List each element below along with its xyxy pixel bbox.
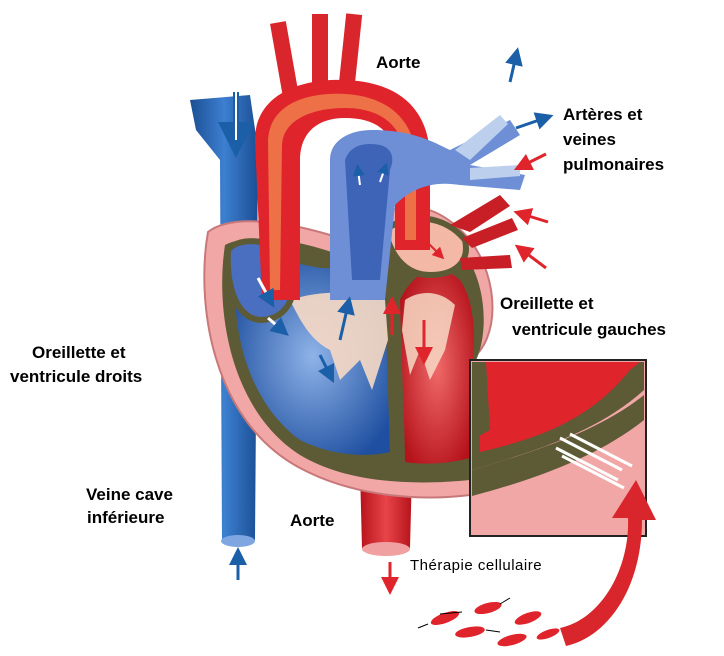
label-oreillette-droite-line2: ventricule droits	[10, 366, 142, 388]
label-arteres-line3: pulmonaires	[563, 154, 664, 176]
label-aorte-top: Aorte	[376, 52, 420, 74]
label-arteres-line1: Artères et	[563, 104, 642, 126]
cell-shapes	[418, 598, 561, 649]
label-veine-cave-line2: inférieure	[87, 507, 164, 529]
label-oreillette-gauche-line1: Oreillette et	[500, 293, 594, 315]
label-oreillette-gauche-line2: ventricule gauches	[512, 319, 666, 341]
label-arteres-line2: veines	[563, 129, 616, 151]
label-oreillette-droite-line1: Oreillette et	[32, 342, 126, 364]
label-therapie-cellulaire: Thérapie cellulaire	[410, 555, 542, 577]
label-veine-cave-line1: Veine cave	[86, 484, 173, 506]
label-aorte-bottom: Aorte	[290, 510, 334, 532]
